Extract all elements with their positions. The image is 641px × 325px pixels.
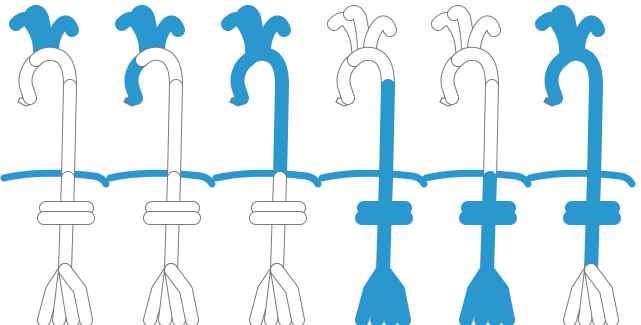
aorta-diagram-1 <box>4 12 106 320</box>
diaphragm-band <box>426 173 528 184</box>
aorta-diagram-4 <box>322 12 424 320</box>
descending-thoracic-segment-1 <box>174 86 176 178</box>
aorta-diagram-6 <box>530 12 632 320</box>
aortic-arch-segment-1 <box>458 54 492 86</box>
diaphragm-band <box>216 173 318 184</box>
aortic-arch-segment-1 <box>562 54 596 86</box>
diaphragm-band <box>110 173 212 184</box>
descending-thoracic-segment-1 <box>280 86 282 178</box>
aortic-arch-segment-1 <box>142 54 176 86</box>
descending-thoracic-segment-1 <box>386 86 388 178</box>
descending-thoracic-segment-1 <box>490 86 492 178</box>
aorta-diagram-2 <box>110 12 212 320</box>
descending-thoracic-segment-1 <box>594 86 596 178</box>
aortic-arch-segment-1 <box>248 54 282 86</box>
diaphragm-band <box>322 173 424 184</box>
aorta-diagram-3 <box>216 12 318 320</box>
aorta-diagram-5 <box>426 12 528 320</box>
aortic-arch-segment-1 <box>36 54 70 86</box>
diaphragm-band <box>4 173 106 184</box>
aortic-arch-segment-1 <box>354 54 388 86</box>
diaphragm-band <box>530 173 632 184</box>
descending-thoracic-segment-1 <box>68 86 70 178</box>
